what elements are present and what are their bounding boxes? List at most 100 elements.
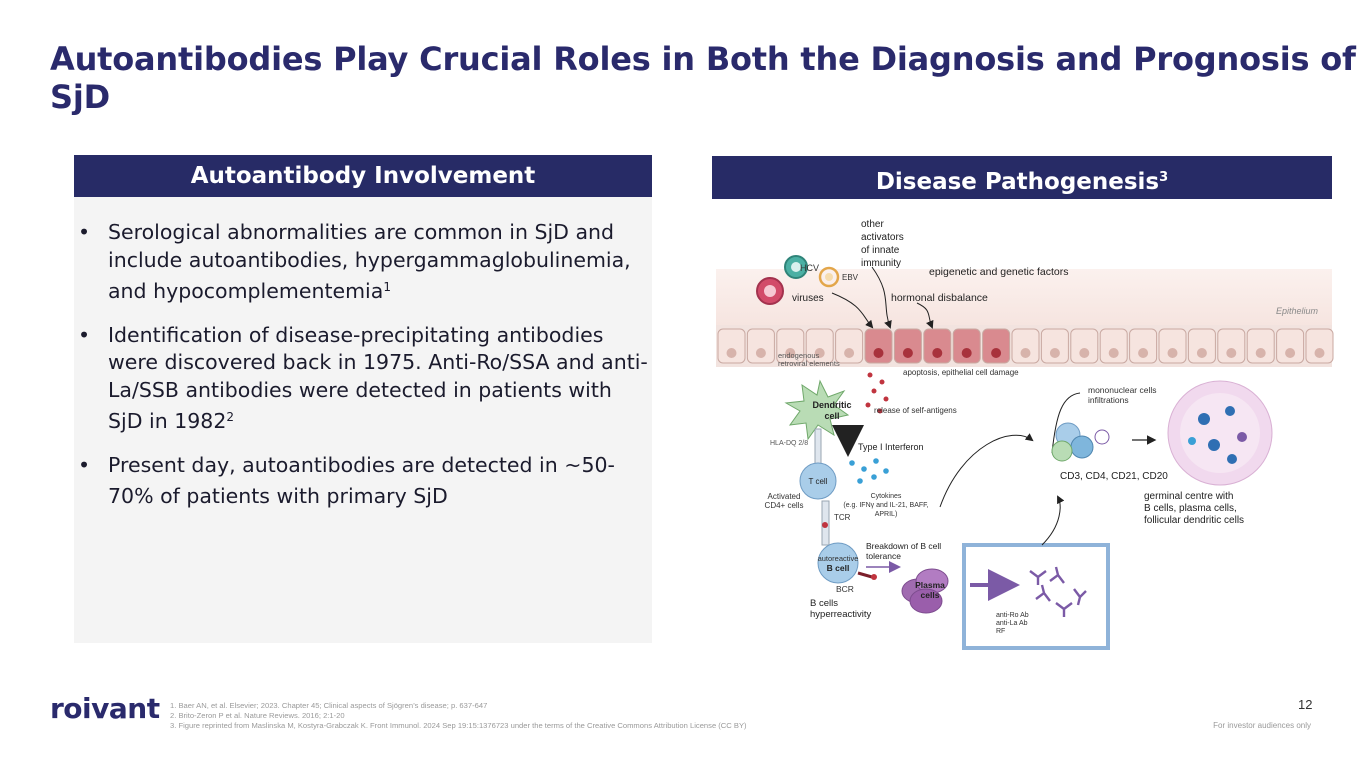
cell-nucleus (726, 348, 737, 358)
cell-nucleus (1049, 348, 1060, 358)
cell-nucleus (1079, 348, 1090, 358)
autoantibody-involvement-header: Autoantibody Involvement (74, 155, 652, 197)
pathogenesis-diagram: HCV EBV viruses other activators of inna… (716, 219, 1334, 650)
virus-icon (756, 255, 840, 305)
epithelial-cell (1305, 328, 1334, 364)
cytokine-dots (849, 458, 889, 484)
apoptosis-label: apoptosis, epithelial cell damage (903, 368, 1019, 377)
b-cell-label-2: B cell (827, 563, 850, 573)
germinal-label-3: follicular dendritic cells (1144, 515, 1244, 526)
antibody-highlight-box (962, 543, 1110, 650)
b-cell-label-1: autoreactive (818, 554, 859, 563)
dendritic-label-2: cell (824, 411, 839, 421)
activators-label-4: immunity (861, 258, 901, 269)
cell-nucleus (873, 348, 884, 358)
endogenous-label-2: retroviral elements (778, 359, 840, 368)
activated-label-1: Activated (768, 492, 801, 501)
epithelial-cell (923, 328, 952, 364)
activators-label-2: activators (861, 232, 904, 243)
bullet-item: Present day, autoantibodies are detected… (74, 452, 652, 511)
bullet-item: Identification of disease-precipitating … (74, 322, 652, 436)
antibody-label-1: anti-Ro Ab (996, 612, 1029, 619)
cell-nucleus (1167, 348, 1178, 358)
epithelial-cell (1070, 328, 1099, 364)
epithelial-cell (1099, 328, 1128, 364)
cell-nucleus (1255, 348, 1266, 358)
cell-nucleus (991, 348, 1002, 358)
cell-nucleus (1138, 348, 1149, 358)
tcr-label: TCR (834, 513, 851, 522)
viruses-label: viruses (792, 293, 824, 304)
reference-1: 1. Baer AN, et al. Elsevier; 2023. Chapt… (170, 701, 488, 710)
bcr-label: BCR (836, 584, 854, 594)
bcr-antigen-dot (871, 574, 877, 580)
slide-title: Autoantibodies Play Crucial Roles in Bot… (50, 40, 1356, 116)
hyper-label-1: B cells (810, 598, 838, 609)
epithelial-cell (864, 328, 893, 364)
cell-nucleus (755, 348, 766, 358)
plasma-cells-icon (901, 568, 949, 614)
epithelial-cell (893, 328, 922, 364)
epithelial-cell (952, 328, 981, 364)
mononuclear-label-2: infiltrations (1088, 395, 1129, 405)
roivant-logo: roivant (50, 692, 160, 725)
hormonal-label: hormonal disbalance (891, 292, 988, 304)
dendritic-label-1: Dendritic (812, 400, 851, 410)
germinal-label-2: B cells, plasma cells, (1144, 503, 1237, 514)
b-cell-icon (817, 542, 859, 584)
cell-nucleus (1226, 348, 1237, 358)
cell-nucleus (1020, 348, 1031, 358)
cell-nucleus (844, 348, 855, 358)
self-antigens-label: release of self-antigens (874, 406, 957, 415)
cytokines-label-2: (e.g. IFNγ and IL-21, BAFF, (843, 502, 928, 509)
epithelial-cell (805, 328, 834, 364)
antibody-icons (1029, 566, 1087, 617)
activators-label-3: of innate (861, 245, 900, 256)
cell-nucleus (902, 348, 913, 358)
activators-label-1: other (861, 219, 884, 230)
interferon-label: Type I Interferon (858, 442, 924, 452)
audience-note: For investor audiences only (1213, 721, 1311, 730)
epithelial-cell (1187, 328, 1216, 364)
flow-arrow-2 (1041, 495, 1065, 546)
ebv-label: EBV (842, 273, 859, 282)
cell-nucleus (1314, 348, 1325, 358)
epigenetic-label: epigenetic and genetic factors (929, 266, 1069, 278)
endogenous-label-1: endogenous (778, 351, 820, 360)
epithelial-cell (746, 328, 775, 364)
cell-nucleus (1108, 348, 1119, 358)
epithelial-cell (1011, 328, 1040, 364)
activated-label-2: CD4+ cells (765, 501, 804, 510)
epithelial-cell (1040, 328, 1069, 364)
epithelial-cell (1246, 328, 1275, 364)
epithelial-cells (717, 328, 1334, 364)
bullet-item: Serological abnormalities are common in … (74, 219, 652, 306)
hormonal-arrow (916, 302, 934, 329)
cell-nucleus (785, 348, 796, 358)
cell-nucleus (1196, 348, 1207, 358)
plasma-label-2: cells (921, 590, 940, 600)
mononuclear-cells-icon (1051, 422, 1110, 462)
hyper-label-2: hyperreactivity (810, 609, 871, 620)
reference-2: 2. Brito-Zeron P et al. Nature Reviews. … (170, 711, 345, 720)
cd-markers-label: CD3, CD4, CD21, CD20 (1060, 471, 1168, 482)
antigen-dot (822, 522, 828, 528)
references: 1. Baer AN, et al. Elsevier; 2023. Chapt… (170, 701, 747, 731)
epithelial-cell (982, 328, 1011, 364)
epithelial-cell (1276, 328, 1305, 364)
epithelial-cell (835, 328, 864, 364)
t-cell-icon (799, 462, 837, 500)
flow-curve (1051, 392, 1081, 454)
antibody-label-2: anti-La Ab (996, 620, 1028, 627)
germinal-label-1: germinal centre with (1144, 491, 1233, 502)
page-number: 12 (1298, 697, 1313, 712)
self-antigen-dots (865, 372, 889, 414)
disease-pathogenesis-header: Disease Pathogenesis3 (712, 156, 1332, 199)
epithelial-cell (717, 328, 746, 364)
bullet-list: Serological abnormalities are common in … (74, 197, 652, 511)
cell-nucleus (1285, 348, 1296, 358)
flow-arrow-1 (939, 433, 1034, 508)
t-cell-label: T cell (809, 477, 828, 486)
activators-arrow (871, 266, 892, 329)
hcv-label: HCV (800, 263, 819, 273)
